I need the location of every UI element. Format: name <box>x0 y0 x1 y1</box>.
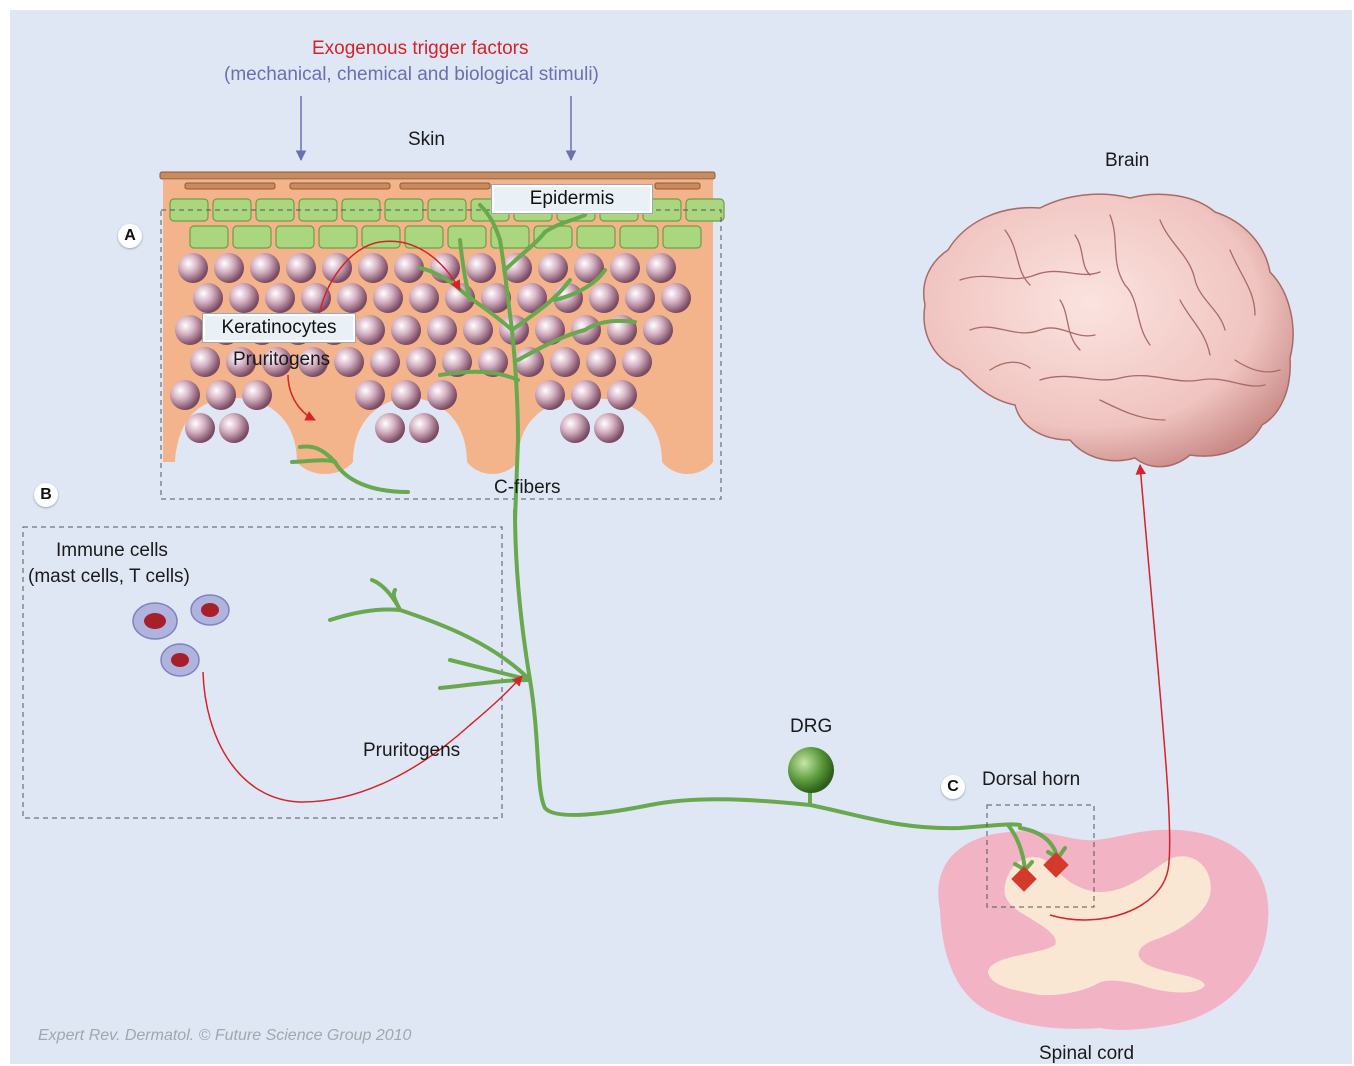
keratinocyte-cell <box>607 380 637 410</box>
keratinocyte-cell <box>589 283 619 313</box>
badge-a: A <box>118 224 142 248</box>
epidermis-cell <box>319 226 357 248</box>
keratinocyte-cell <box>560 413 590 443</box>
keratinocyte-cell <box>337 283 367 313</box>
immune-cells-label: Immune cells <box>56 540 168 563</box>
keratinocyte-cell <box>586 347 616 377</box>
epidermis-cell <box>190 226 228 248</box>
keratinocyte-cell <box>550 347 580 377</box>
pruritogens-immune-label: Pruritogens <box>363 740 460 763</box>
epidermis-cell <box>577 226 615 248</box>
diagram-canvas <box>10 10 1352 1064</box>
epidermis-cell <box>663 226 701 248</box>
keratinocyte-cell <box>427 380 457 410</box>
keratinocyte-cell <box>370 347 400 377</box>
c-fiber-axon <box>330 510 1020 828</box>
keratinocyte-cell <box>625 283 655 313</box>
keratinocyte-cell <box>375 413 405 443</box>
keratinocyte-cell <box>661 283 691 313</box>
immune-cells-sublabel: (mast cells, T cells) <box>28 566 190 589</box>
keratinocyte-cell <box>265 283 295 313</box>
keratinocyte-cell <box>355 315 385 345</box>
keratinocyte-cell <box>391 315 421 345</box>
keratinocyte-cell <box>355 380 385 410</box>
keratinocyte-cell <box>219 413 249 443</box>
keratinocyte-cell <box>206 380 236 410</box>
keratinocyte-cell <box>466 253 496 283</box>
keratinocyte-cell <box>286 253 316 283</box>
drg-label: DRG <box>790 716 832 739</box>
keratinocyte-cell <box>250 253 280 283</box>
brain-illustration <box>924 194 1293 467</box>
figure-panel: Exogenous trigger factors (mechanical, c… <box>10 10 1352 1064</box>
pruritogens-skin-label: Pruritogens <box>233 349 330 372</box>
keratinocyte-cell <box>358 253 388 283</box>
keratinocyte-cell <box>610 253 640 283</box>
keratinocyte-cell <box>334 347 364 377</box>
skin-label: Skin <box>408 129 445 152</box>
pruritogen-arrow-immune <box>203 672 522 802</box>
epidermis-label: Epidermis <box>492 185 652 213</box>
keratinocyte-cell <box>175 315 205 345</box>
figure-credit: Expert Rev. Dermatol. © Future Science G… <box>38 1027 411 1045</box>
keratinocyte-cell <box>427 315 457 345</box>
spinal-cord <box>938 830 1268 1030</box>
trigger-title: Exogenous trigger factors <box>312 38 529 61</box>
epidermis-cell <box>362 226 400 248</box>
keratinocyte-cell <box>170 380 200 410</box>
brain-label: Brain <box>1105 150 1149 173</box>
badge-b: B <box>34 483 58 507</box>
epidermis-cell <box>620 226 658 248</box>
c-fibers-label: C-fibers <box>494 477 561 500</box>
dorsal-horn-label: Dorsal horn <box>982 769 1080 792</box>
keratinocyte-cell <box>538 253 568 283</box>
keratinocyte-cell <box>643 315 673 345</box>
keratinocyte-cell <box>178 253 208 283</box>
keratinocyte-cell <box>391 380 421 410</box>
badge-c: C <box>941 775 965 799</box>
immune-cells <box>133 595 229 676</box>
spinal-cord-label: Spinal cord <box>1039 1043 1134 1064</box>
keratinocyte-cell <box>214 253 244 283</box>
keratinocyte-cell <box>409 283 439 313</box>
epidermis-cell <box>233 226 271 248</box>
keratinocyte-cell <box>406 347 436 377</box>
keratinocyte-cell <box>193 283 223 313</box>
keratinocytes-label: Keratinocytes <box>203 314 355 342</box>
keratinocyte-cell <box>322 253 352 283</box>
keratinocyte-cell <box>185 413 215 443</box>
epidermis-cell <box>448 226 486 248</box>
keratinocyte-cell <box>514 347 544 377</box>
keratinocyte-cell <box>571 380 601 410</box>
keratinocyte-cell <box>301 283 331 313</box>
keratinocyte-cell <box>373 283 403 313</box>
keratinocyte-cell <box>409 413 439 443</box>
keratinocyte-cell <box>190 347 220 377</box>
keratinocyte-cell <box>535 380 565 410</box>
trigger-subtitle: (mechanical, chemical and biological sti… <box>224 64 599 87</box>
keratinocyte-cell <box>594 413 624 443</box>
epidermis-cell <box>276 226 314 248</box>
keratinocyte-cell <box>229 283 259 313</box>
keratinocyte-cell <box>242 380 272 410</box>
keratinocyte-cell <box>463 315 493 345</box>
keratinocyte-cell <box>622 347 652 377</box>
drg-ganglion <box>788 747 834 793</box>
keratinocyte-cell <box>646 253 676 283</box>
